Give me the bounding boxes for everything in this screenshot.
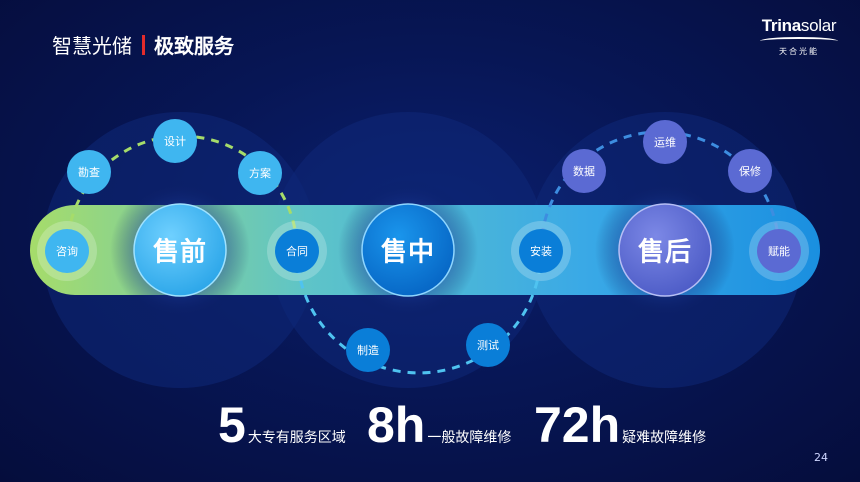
pre-sale-label: 售前 [152, 237, 208, 268]
node-label-kancha: 勘查 [78, 166, 100, 179]
node-label-yunwei: 运维 [654, 136, 676, 149]
node-label-fangan: 方案 [249, 167, 271, 180]
page-number: 24 [814, 451, 828, 464]
stat-regions: 5 大专有服务区域 [218, 400, 346, 450]
sheji-node [153, 119, 197, 163]
node-label-shuju: 数据 [573, 165, 595, 178]
stat-general-repair-label: 一般故障维修 [427, 430, 512, 446]
stat-general-repair-value: 8h [367, 397, 426, 453]
mid-sale-circle [361, 203, 455, 297]
node-label-sheji: 设计 [164, 135, 186, 148]
pre-sale-circle [133, 203, 227, 297]
mid-sale-label: 售中 [380, 237, 436, 268]
logo-brand-light: solar [800, 16, 837, 35]
slide-title: 智慧光储 极致服务 [52, 30, 234, 59]
trinasolar-logo: Trinasolar 天合光能 [760, 16, 838, 57]
title-divider [142, 34, 145, 55]
zhizao-node [346, 328, 390, 372]
stat-regions-value: 5 [218, 397, 246, 453]
hetong-node [275, 229, 319, 273]
yunwei-node [643, 120, 687, 164]
ceshi-node [466, 323, 510, 367]
stat-complex-repair-label: 疑难故障维修 [622, 430, 707, 446]
title-main: 智慧光储 [52, 34, 132, 58]
logo-brand-bold: Trina [761, 16, 801, 35]
node-label-ceshi: 测试 [477, 339, 499, 352]
stat-complex-repair-value: 72h [534, 397, 621, 453]
post-sale-label: 售后 [637, 237, 693, 268]
logo-swoosh-icon [760, 37, 838, 45]
node-label-baoxiu: 保修 [739, 165, 761, 178]
zixun-node [45, 229, 89, 273]
stat-regions-label: 大专有服务区域 [247, 430, 346, 446]
node-label-zixun: 咨询 [56, 245, 78, 258]
stat-complex-repair: 72h 疑难故障维修 [534, 400, 706, 450]
anzhuang-node [519, 229, 563, 273]
logo-cn: 天合光能 [779, 47, 819, 56]
node-label-anzhuang: 安装 [530, 245, 552, 258]
node-label-funeng: 赋能 [768, 245, 790, 258]
baoxiu-node [728, 149, 772, 193]
fangan-node [238, 151, 282, 195]
shuju-node [562, 149, 606, 193]
title-sub: 极致服务 [154, 34, 234, 58]
kancha-node [67, 150, 111, 194]
stat-general-repair: 8h 一般故障维修 [367, 400, 511, 450]
node-label-hetong: 合同 [286, 245, 308, 258]
node-label-zhizao: 制造 [357, 344, 379, 357]
post-sale-circle [618, 203, 712, 297]
funeng-node [757, 229, 801, 273]
